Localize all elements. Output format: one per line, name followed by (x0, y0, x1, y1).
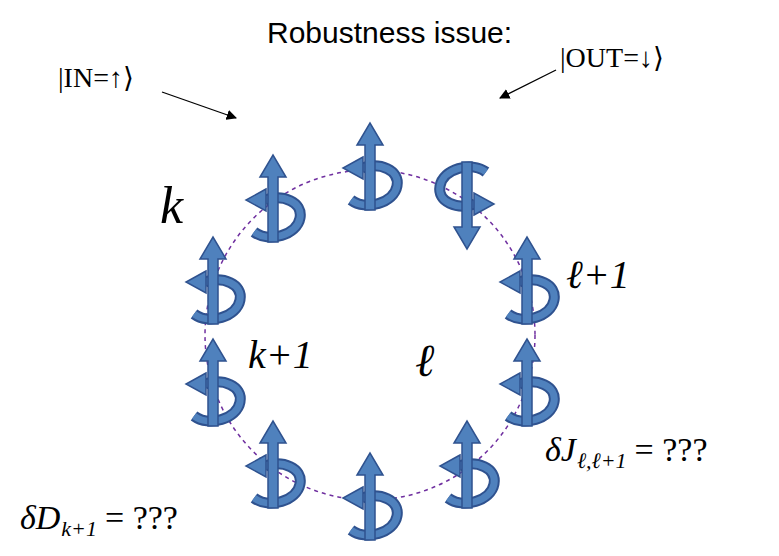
title-slot: Robustness issue: (267, 16, 512, 51)
leader-line (500, 70, 556, 98)
label-slot: δJ (545, 430, 576, 469)
label-slot: k+1 (61, 516, 97, 541)
spin-up (343, 123, 397, 210)
spin-down (440, 162, 494, 249)
label-slot: = ??? (105, 498, 178, 537)
label-slot: ℓ (415, 335, 434, 388)
site-index: ℓ+1 (566, 252, 630, 298)
title: Robustness issue: (267, 16, 512, 51)
state-ket: |OUT=↓⟩ (560, 42, 664, 74)
label-slot: k (160, 176, 183, 236)
leader-line (162, 92, 236, 118)
unknown-value: = ??? (635, 430, 708, 469)
label-slot: = ??? (635, 430, 708, 469)
ring-path (205, 170, 535, 500)
perturbation-symbol: δD (20, 498, 60, 537)
label-slot: δD (20, 498, 60, 537)
state-ket: |IN=↑⟩ (58, 62, 134, 94)
unknown-value: = ??? (105, 498, 178, 537)
spin-up (186, 339, 240, 426)
label-slot: ℓ,ℓ+1 (577, 448, 627, 473)
subscript: ℓ,ℓ+1 (577, 448, 627, 473)
label-slot: |IN=↑⟩ (58, 62, 134, 94)
site-index: ℓ (415, 335, 434, 388)
perturbation-symbol: δJ (545, 430, 576, 469)
spin-up (343, 453, 397, 540)
spin-up (440, 421, 494, 508)
subscript: k+1 (61, 516, 97, 541)
label-slot: |OUT=↓⟩ (560, 42, 664, 74)
spin-up (500, 237, 554, 324)
spin-up (500, 339, 554, 426)
label-slot: k+1 (248, 332, 313, 378)
spin-up (246, 155, 300, 242)
spin-up (186, 237, 240, 324)
spin-up (246, 421, 300, 508)
label-slot: ℓ+1 (566, 252, 630, 298)
site-index: k+1 (248, 332, 313, 378)
site-index: k (160, 176, 183, 236)
